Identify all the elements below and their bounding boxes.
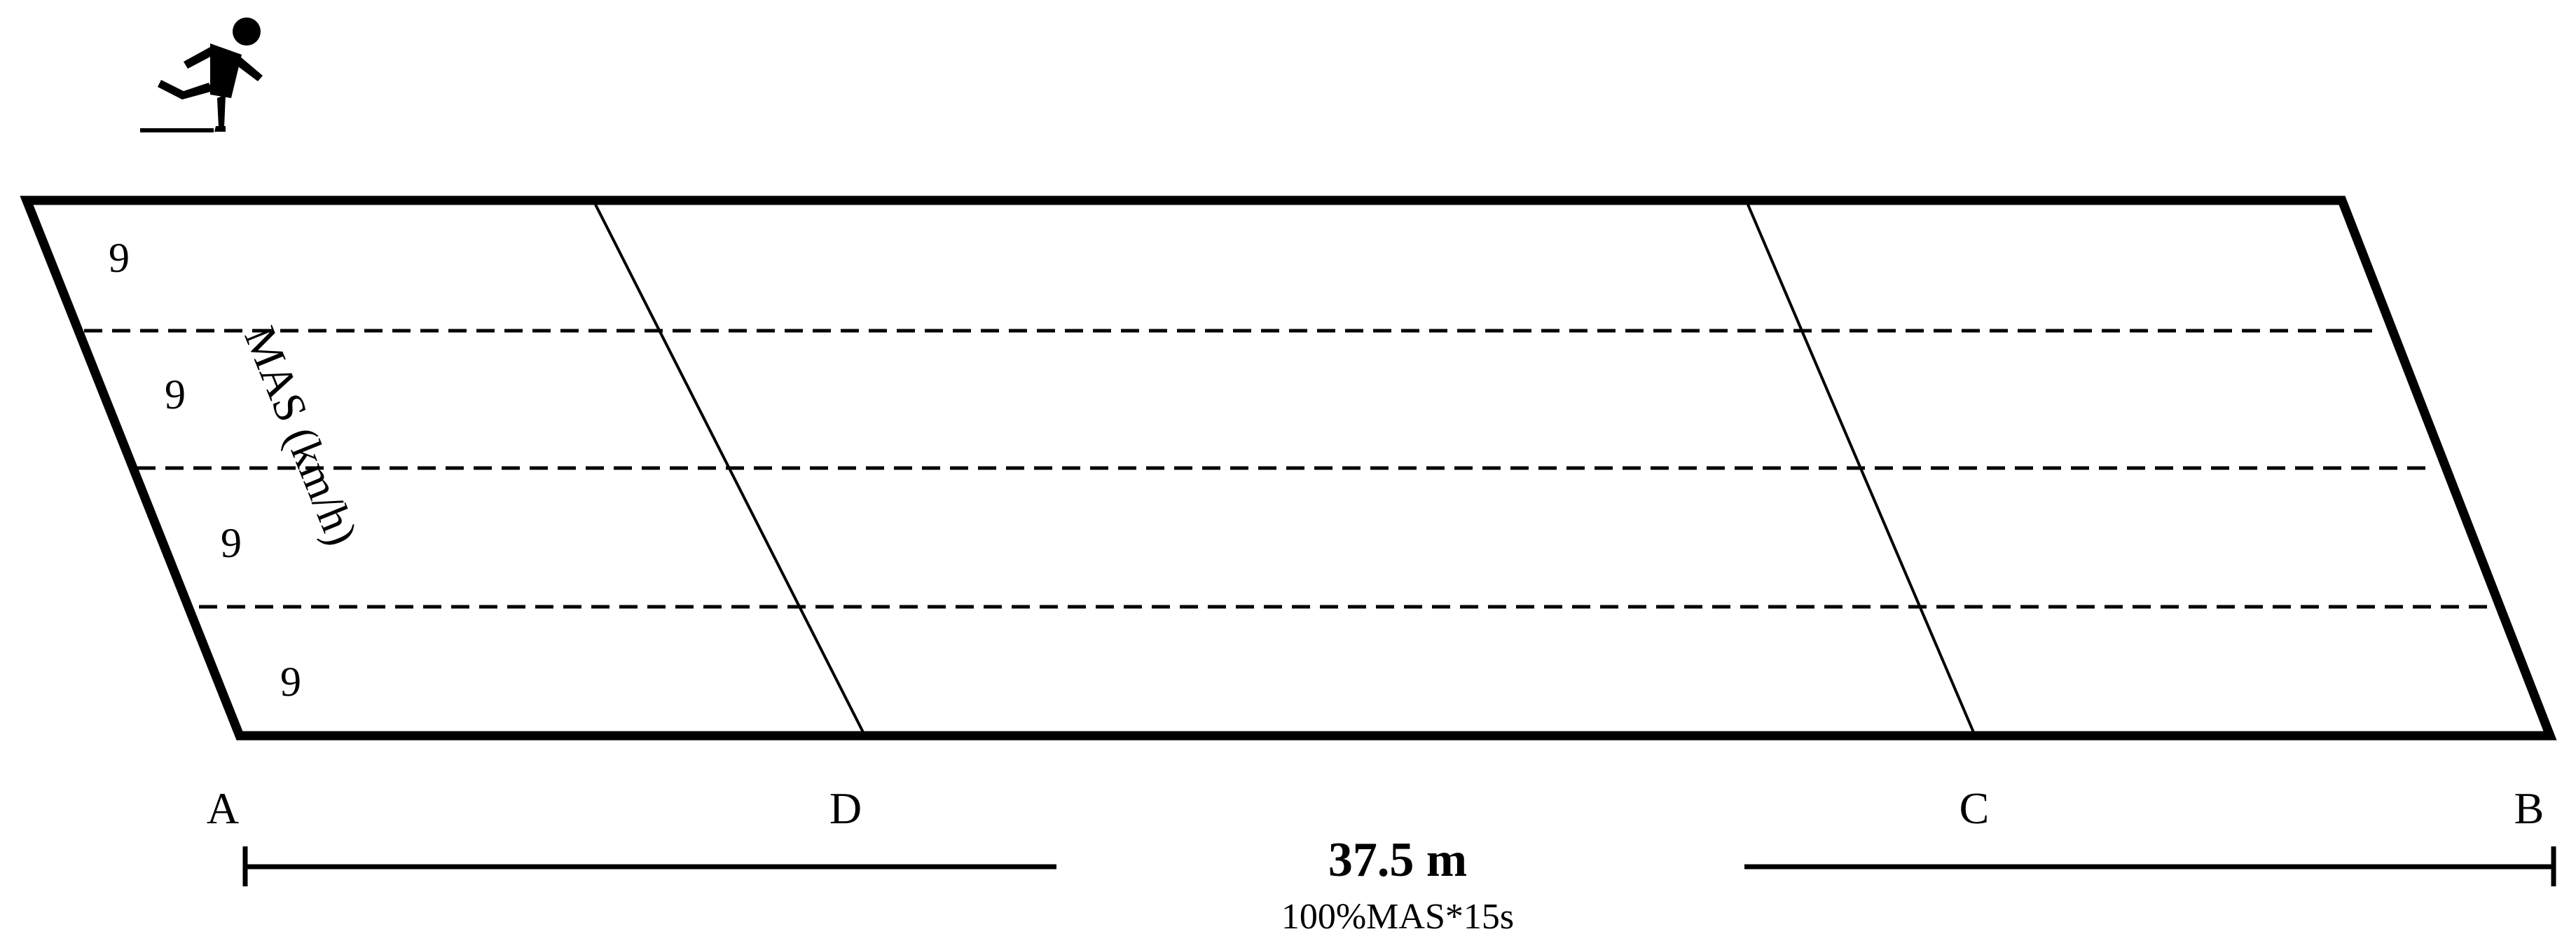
field-outline	[20, 195, 2557, 741]
lane-number-1: 9	[109, 235, 130, 281]
point-label-d: D	[829, 783, 862, 833]
distance-dimension	[242, 846, 2556, 886]
lane-number-4: 9	[280, 659, 301, 705]
lane-number-2: 9	[165, 371, 186, 418]
point-label-a: A	[207, 783, 239, 833]
distance-label: 37.5 m	[1328, 833, 1467, 887]
lane-number-3: 9	[221, 520, 242, 566]
point-label-c: C	[1959, 783, 1990, 833]
zone-line-c	[1747, 204, 1975, 733]
lane-dividers	[84, 329, 2494, 609]
speed-axis-label: MAS (km/h)	[235, 320, 367, 552]
runner-icon	[140, 18, 263, 132]
zone-line-d	[594, 204, 865, 733]
intensity-note: 100%MAS*15s	[1281, 897, 1514, 937]
point-label-b: B	[2514, 783, 2544, 833]
